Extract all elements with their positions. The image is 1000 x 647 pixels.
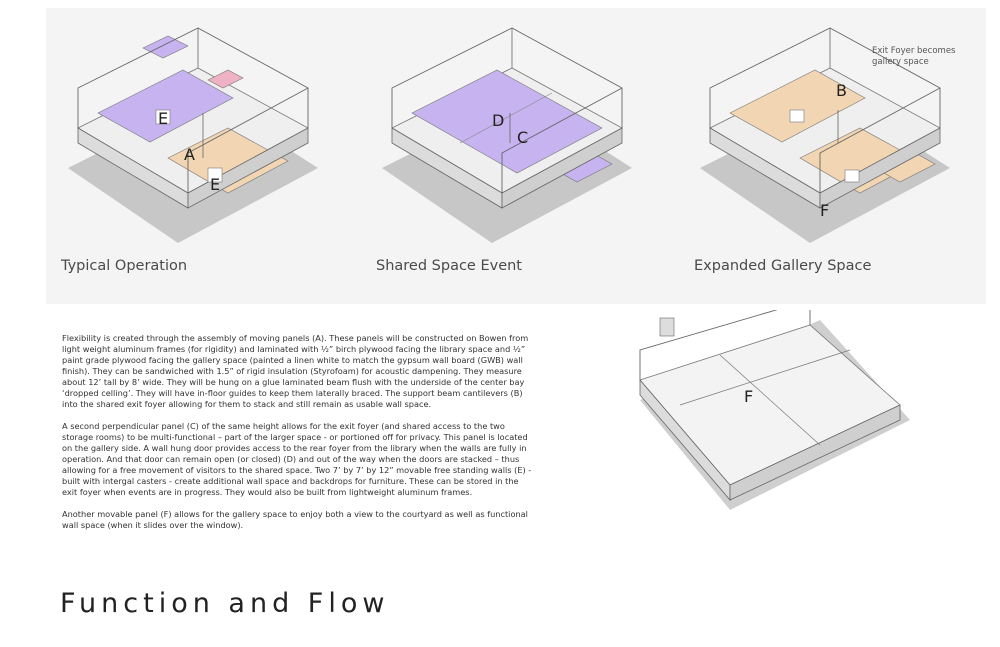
label-e1: E — [158, 109, 168, 128]
note-line-2: gallery space — [872, 57, 929, 67]
paragraph-1: Flexibility is created through the assem… — [62, 333, 529, 409]
caption-expanded-gallery-space: Expanded Gallery Space — [694, 258, 872, 274]
description-text: Flexibility is created through the assem… — [62, 333, 532, 542]
diagram-expanded-gallery-space: B F — [700, 27, 950, 243]
diagram-typical-operation: E A E — [68, 27, 318, 243]
paragraph-3: Another movable panel (F) allows for the… — [62, 509, 528, 530]
page-title: Function and Flow — [60, 588, 390, 619]
label-d: D — [492, 111, 504, 130]
diagram-shared-space-event: D C — [382, 27, 632, 243]
label-a: A — [184, 145, 195, 164]
label-f-plan: F — [744, 387, 753, 406]
label-c: C — [517, 128, 528, 147]
note-line-1: Exit Foyer becomes — [872, 46, 956, 56]
paragraph-2: A second perpendicular panel (C) of the … — [62, 421, 532, 497]
label-b: B — [836, 81, 847, 100]
label-f: F — [820, 201, 829, 220]
caption-typical-operation: Typical Operation — [61, 258, 188, 274]
label-e2: E — [210, 175, 220, 194]
diagram-panel-f: F — [639, 310, 910, 510]
note-exit-foyer: Exit Foyer becomes gallery space — [872, 46, 955, 68]
caption-shared-space-event: Shared Space Event — [376, 258, 522, 274]
